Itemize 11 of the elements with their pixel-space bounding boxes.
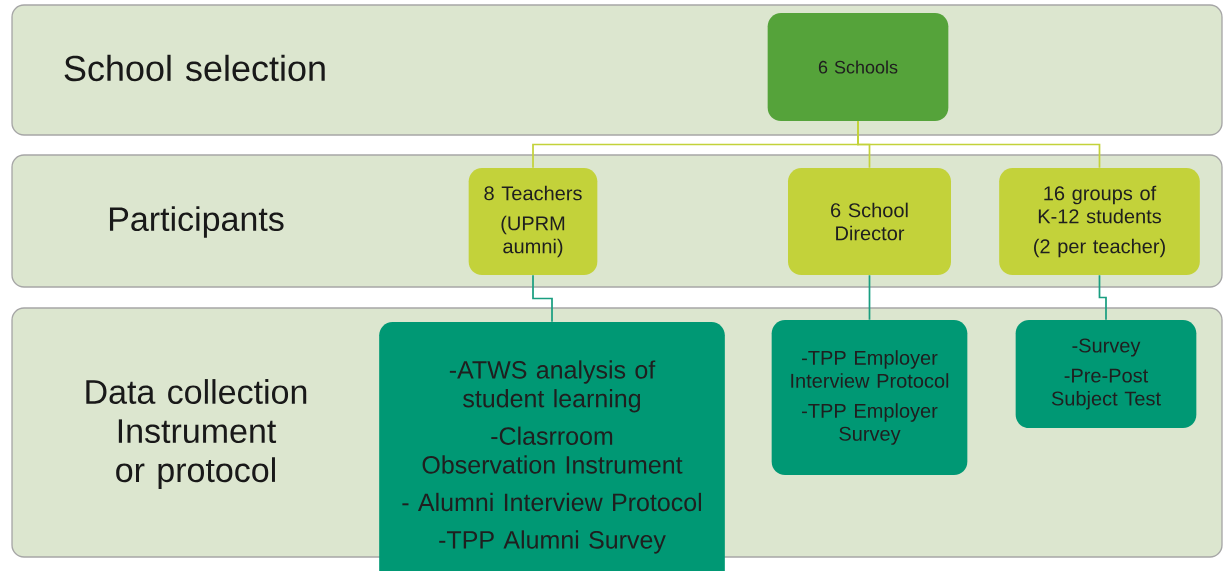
rounded-box: -Survey -Pre-Post Subject Test xyxy=(1015,320,1197,428)
rounded-box: 16 groups of K-12 students (2 per teacher) xyxy=(999,168,1200,275)
connector-line xyxy=(532,274,553,323)
rounded-box: -TPP Employer Interview Protocol -TPP Employer Survey xyxy=(771,320,968,475)
rounded-box: 8 Teachers (UPRM aumni) xyxy=(468,168,598,275)
rounded-box: -ATWS analysis of student learning -Clasrroom Observation Instrument - Alumni Interview Protocol -TPP Alumni Survey xyxy=(379,322,725,571)
connector-line xyxy=(868,274,871,321)
connector-line xyxy=(1098,274,1107,321)
rounded-box: 6 School Director xyxy=(788,168,951,275)
connector-line xyxy=(857,120,1101,169)
rounded-box: 6 Schools xyxy=(767,13,949,121)
